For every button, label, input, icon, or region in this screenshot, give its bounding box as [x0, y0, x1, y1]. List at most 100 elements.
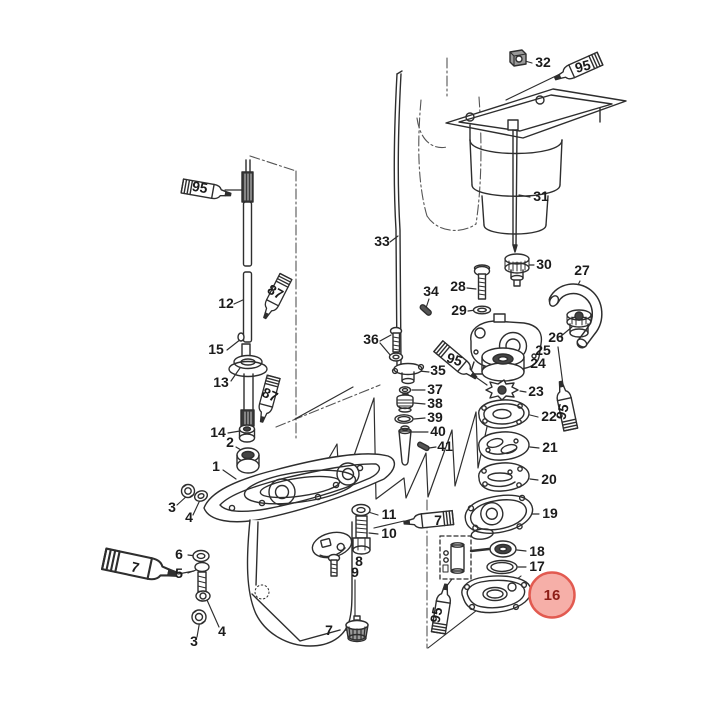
- part-label-24: 24: [530, 355, 546, 371]
- part-label-16[interactable]: 16: [544, 587, 561, 604]
- plug-30: [504, 253, 530, 287]
- detail-box-18: [439, 535, 491, 580]
- rod-31: [507, 119, 519, 253]
- o-ring-39: [394, 414, 414, 424]
- part-label-29: 29: [451, 302, 467, 318]
- part-label-10: 10: [381, 525, 397, 541]
- fuel-pipe-33: [393, 70, 403, 367]
- part-label-87: 87: [260, 384, 281, 405]
- part-label-15: 15: [208, 341, 224, 357]
- washer-4-lower: [195, 590, 211, 602]
- part-label-14: 14: [210, 424, 226, 440]
- seal-18: [489, 540, 517, 558]
- part-label-21: 21: [542, 439, 558, 455]
- woodruff-pin-15: [237, 332, 245, 342]
- part-label-3: 3: [168, 499, 176, 515]
- fitting-26: [566, 309, 592, 338]
- part-label-27: 27: [574, 262, 590, 278]
- washer-11: [351, 503, 371, 517]
- adhesive-tube-7-bottom-left: [101, 547, 180, 586]
- pump-base-19: [464, 494, 534, 540]
- driveshaft-12: [241, 159, 254, 343]
- part-label-4: 4: [185, 509, 193, 525]
- part-label-2: 2: [226, 434, 234, 450]
- part-label-95: 95: [191, 178, 209, 196]
- part-label-3: 3: [190, 633, 198, 649]
- part-label-20: 20: [541, 471, 557, 487]
- part-label-4: 4: [218, 623, 226, 639]
- bolt-10: [352, 515, 371, 555]
- part-label-12: 12: [218, 295, 234, 311]
- part-label-17: 17: [529, 558, 545, 574]
- part-label-9: 9: [351, 564, 359, 580]
- part-label-36: 36: [363, 331, 379, 347]
- bolt-washer-36: [388, 326, 404, 362]
- part-label-35: 35: [430, 362, 446, 378]
- part-label-95: 95: [427, 605, 446, 624]
- ghost-outline-lines: [249, 57, 482, 649]
- part-label-7: 7: [325, 622, 333, 638]
- part-label-19: 19: [542, 505, 558, 521]
- part-label-1: 1: [212, 458, 220, 474]
- adhesive-tube-7-right: [402, 509, 455, 531]
- part-label-95: 95: [573, 56, 592, 76]
- part-label-25: 25: [535, 342, 551, 358]
- part-label-33: 33: [374, 233, 390, 249]
- part-label-22: 22: [541, 408, 557, 424]
- part-label-39: 39: [427, 409, 443, 425]
- bolt-9: [327, 553, 341, 577]
- part-label-13: 13: [213, 374, 229, 390]
- lower-bearing-2: [236, 447, 260, 474]
- part-label-34: 34: [423, 283, 439, 299]
- gasket-16: [461, 575, 532, 614]
- pinion-gear-7: [345, 615, 369, 643]
- gasket-22: [478, 399, 530, 429]
- o-ring-17: [486, 559, 518, 575]
- part-label-38: 38: [427, 395, 443, 411]
- pipe-bracket-35: [391, 362, 425, 385]
- part-label-7: 7: [434, 512, 442, 528]
- part-label-26: 26: [548, 329, 564, 345]
- pin-34: [419, 304, 432, 316]
- highlight-circle-16[interactable]: [528, 571, 576, 619]
- part-number-labels: 1215131421346534111089733343635373839404…: [129, 54, 592, 649]
- nut-32: [509, 49, 527, 67]
- washer-29: [472, 305, 492, 315]
- needle-bearing-14: [238, 424, 256, 443]
- part-label-23: 23: [528, 383, 544, 399]
- elbow-fitting-27: [548, 283, 603, 349]
- float-40: [398, 425, 412, 466]
- driveshaft-bearing-13: [228, 343, 268, 427]
- washer-4-upper: [193, 490, 209, 502]
- part-label-32: 32: [535, 54, 551, 70]
- part-label-40: 40: [430, 423, 446, 439]
- leader-lines: [176, 60, 581, 638]
- bolt-28: [473, 264, 491, 300]
- locknut-3-upper: [180, 483, 196, 499]
- part-label-31: 31: [533, 188, 549, 204]
- diaphragm-21: [478, 431, 530, 461]
- part-label-18: 18: [529, 543, 545, 559]
- part-label-5: 5: [175, 565, 183, 581]
- carburetor-body: [445, 88, 627, 235]
- part-label-7: 7: [129, 558, 141, 575]
- fuel-cap-38: [396, 393, 414, 413]
- washer-37: [398, 386, 412, 394]
- washer-6: [192, 549, 210, 563]
- part-label-95: 95: [552, 402, 572, 421]
- part-label-8: 8: [355, 553, 363, 569]
- part-label-30: 30: [536, 256, 552, 272]
- part-label-28: 28: [450, 278, 466, 294]
- part-label-37: 37: [427, 381, 443, 397]
- part-label-11: 11: [382, 506, 397, 522]
- pin-41: [417, 441, 430, 452]
- pump-cup-24: [481, 347, 525, 382]
- part-label-41: 41: [437, 438, 453, 454]
- part-label-6: 6: [175, 546, 183, 562]
- impeller-23: [485, 379, 519, 401]
- part-label-95: 95: [445, 349, 465, 369]
- locknut-3-lower: [191, 609, 207, 625]
- part-label-87: 87: [265, 281, 287, 303]
